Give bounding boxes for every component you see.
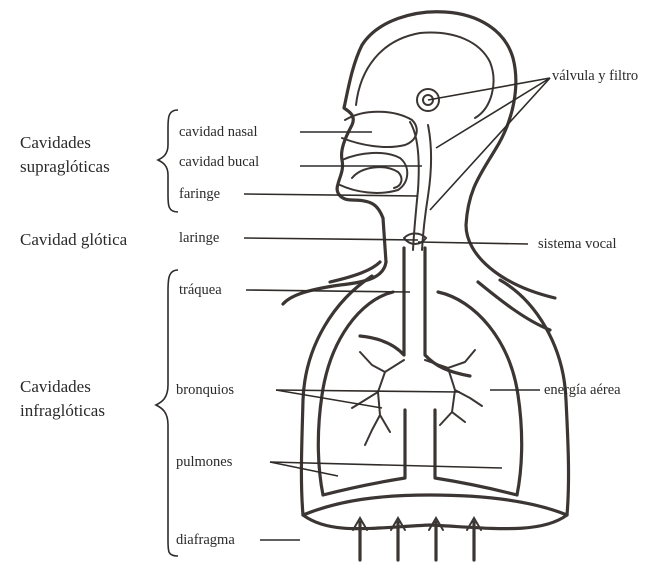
body-outline [283,12,569,560]
lung-right [435,292,522,495]
trachea-left [360,248,404,355]
label-laringe: laringe [179,230,219,246]
label-bronquios: bronquios [176,382,234,398]
label-cavidad-nasal: cavidad nasal [179,124,258,140]
label-infraglottic-line2: infraglóticas [20,401,105,420]
label-supraglottic-line1: Cavidades [20,133,91,152]
pointer-sistema-vocal [418,242,528,244]
brace-supraglottic [158,110,178,212]
nasal-cavity-outline [342,112,417,147]
label-infraglottic-line1: Cavidades [20,377,91,396]
label-diafragma: diafragma [176,532,235,548]
label-glottic: Cavidad glótica [20,230,128,249]
pointer-faringe [244,194,418,196]
label-supraglottic-line2: supraglóticas [20,157,110,176]
label-faringe: faringe [179,186,220,202]
label-valvula-filtro: válvula y filtro [552,68,638,84]
head-outline [337,12,555,298]
pointer-traquea [246,290,410,292]
label-sistema-vocal: sistema vocal [538,236,617,252]
brace-infraglottic [156,270,178,556]
bronchi-left [352,352,404,445]
label-cavidad-bucal: cavidad bucal [179,154,259,170]
throat-passage [410,122,431,250]
label-energia-aerea: energía aérea [544,382,621,398]
trachea-right [425,248,470,376]
label-traquea: tráquea [179,282,222,298]
inner-head-outline [356,33,494,118]
pointer-pulmones-2 [270,462,502,468]
label-pulmones: pulmones [176,454,233,470]
tongue [352,167,401,188]
pointer-laringe [244,238,418,240]
